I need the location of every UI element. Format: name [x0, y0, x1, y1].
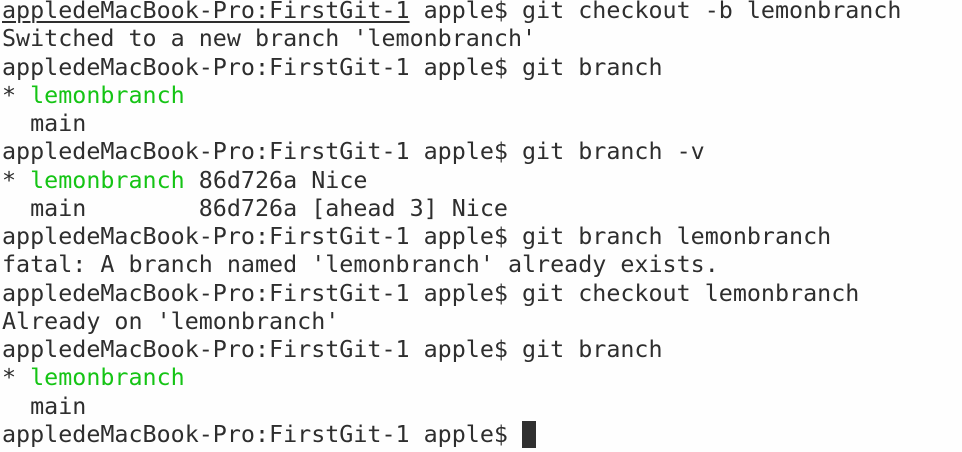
branch-verbose-info: 86d726a Nice [184, 165, 368, 194]
terminal-line: appledeMacBook-Pro:FirstGit-1 apple$ git… [2, 279, 962, 307]
current-branch-marker: * [2, 165, 31, 194]
command-text: appledeMacBook-Pro:FirstGit-1 apple$ git… [2, 335, 663, 363]
terminal-line: appledeMacBook-Pro:FirstGit-1 apple$ git… [2, 137, 962, 165]
terminal-line: fatal: A branch named 'lemonbranch' alre… [2, 250, 962, 278]
branch-name-current: lemonbranch [30, 80, 185, 109]
current-branch-marker: * [2, 80, 31, 109]
terminal-line: main 86d726a [ahead 3] Nice [2, 194, 962, 222]
terminal-line: Already on 'lemonbranch' [2, 307, 962, 335]
command-text: appledeMacBook-Pro:FirstGit-1 apple$ git… [2, 137, 705, 166]
prompt-text: appledeMacBook-Pro:FirstGit-1 apple$ [2, 419, 523, 448]
branch-name: main [2, 109, 87, 137]
prompt-hostname: appledeMacBook-Pro:FirstGit-1 [2, 0, 410, 24]
terminal-line: * lemonbranch [2, 363, 962, 391]
current-branch-marker: * [2, 363, 31, 392]
terminal-line: main [2, 392, 962, 420]
terminal-line: appledeMacBook-Pro:FirstGit-1 apple$ [2, 420, 962, 448]
command-text: appledeMacBook-Pro:FirstGit-1 apple$ git… [2, 222, 832, 250]
command-text: apple$ git checkout -b lemonbranch [409, 0, 902, 24]
branch-verbose-info: main 86d726a [ahead 3] Nice [2, 193, 508, 222]
command-text: appledeMacBook-Pro:FirstGit-1 apple$ git… [2, 278, 860, 307]
branch-name-current: lemonbranch [30, 165, 185, 194]
terminal-line: * lemonbranch [2, 81, 962, 109]
terminal-line: Switched to a new branch 'lemonbranch' [2, 24, 962, 52]
terminal-line: main [2, 109, 962, 137]
branch-name-current: lemonbranch [30, 363, 185, 392]
terminal-line: appledeMacBook-Pro:FirstGit-1 apple$ git… [2, 222, 962, 250]
terminal-line: * lemonbranch 86d726a Nice [2, 166, 962, 194]
branch-name: main [2, 391, 87, 420]
output-text: Already on 'lemonbranch' [2, 306, 340, 335]
terminal-line: appledeMacBook-Pro:FirstGit-1 apple$ git… [2, 0, 962, 24]
terminal-line: appledeMacBook-Pro:FirstGit-1 apple$ git… [2, 335, 962, 363]
command-text: appledeMacBook-Pro:FirstGit-1 apple$ git… [2, 52, 663, 81]
terminal-cursor [522, 420, 537, 448]
terminal-line: appledeMacBook-Pro:FirstGit-1 apple$ git… [2, 53, 962, 81]
error-text: fatal: A branch named 'lemonbranch' alre… [2, 250, 719, 279]
output-text: Switched to a new branch 'lemonbranch' [2, 24, 537, 53]
